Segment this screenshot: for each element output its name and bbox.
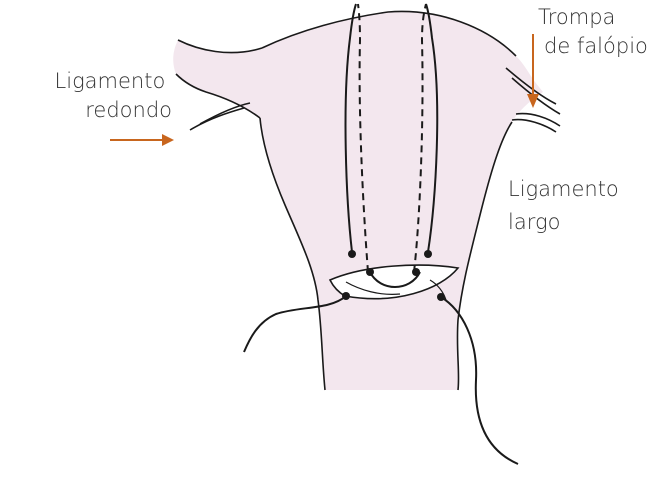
round-ligament-label-line1: Ligamento: [55, 69, 166, 93]
broad-ligament-label-line1: Ligamento: [508, 177, 619, 201]
uterus-body: [173, 11, 543, 390]
round-ligament-arrow-icon: [110, 134, 174, 146]
knot-right-top: [424, 250, 432, 258]
round-ligament-label: Ligamento redondo: [55, 69, 172, 122]
broad-ligament-label-line2: largo: [508, 210, 560, 234]
left-ligament-lower-outline: [190, 108, 244, 130]
knot-left-incision: [366, 268, 374, 276]
fallopian-tube-arrow-icon: [527, 34, 539, 108]
fallopian-tube-label-line2: de falópio: [544, 34, 648, 58]
knot-left-top: [348, 250, 356, 258]
fallopian-tube-label-line1: Trompa: [538, 5, 615, 29]
right-ligament-outline: [512, 120, 556, 132]
broad-ligament-label: Ligamento largo: [508, 177, 625, 234]
round-ligament-label-line2: redondo: [85, 98, 172, 122]
knot-right-incision: [412, 268, 420, 276]
fallopian-tube-label: Trompa de falópio: [538, 5, 648, 58]
